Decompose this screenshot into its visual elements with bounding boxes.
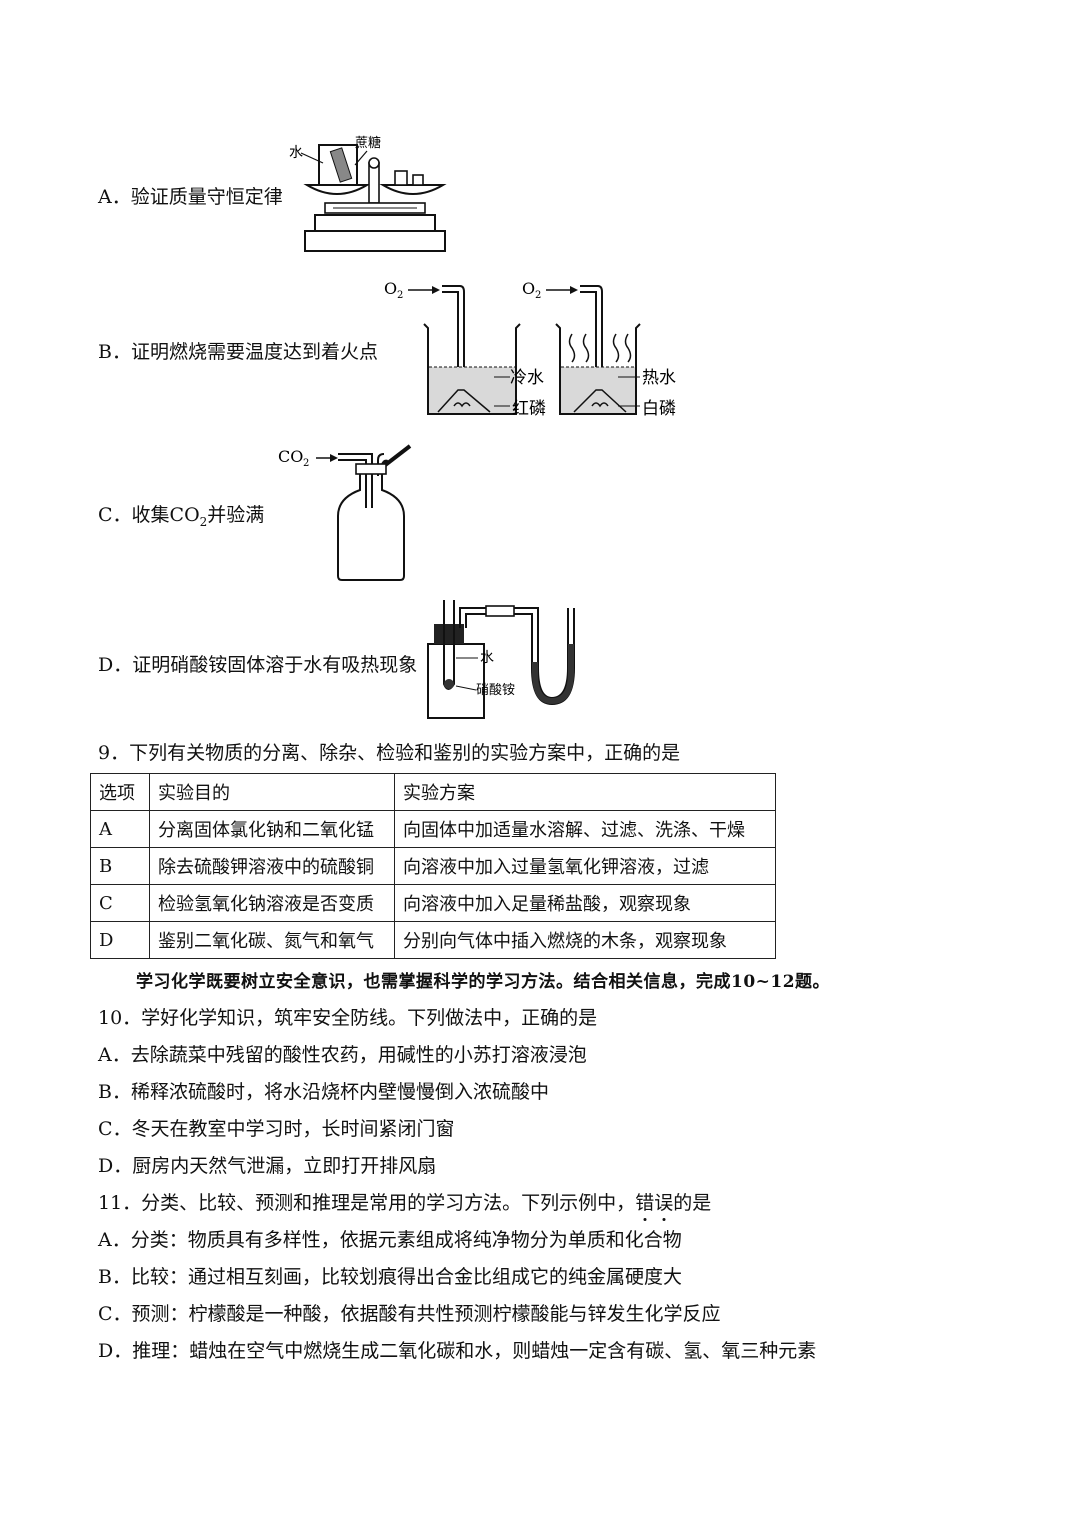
header-option: 选项 (90, 773, 150, 811)
hot-water-label: 热水 (642, 368, 676, 388)
o2-label-right: O (522, 279, 535, 298)
q10-option-d: D．厨房内天然气泄漏，立即打开排风扇 (98, 1155, 437, 1177)
q9-stem: 9．下列有关物质的分离、除杂、检验和鉴别的实验方案中，正确的是 (98, 742, 681, 764)
q10-option-c: C．冬天在教室中学习时，长时间紧闭门窗 (98, 1118, 455, 1140)
balance-figure: 水 蔗糖 (289, 135, 447, 252)
section-note: 学习化学既要树立安全意识，也需掌握科学的学习方法。结合相关信息，完成10~12题… (136, 972, 831, 992)
svg-text:2: 2 (397, 290, 403, 301)
co2-label: CO (278, 447, 303, 466)
option-b-label: B．证明燃烧需要温度达到着火点 (98, 341, 378, 363)
table-header-row: 选项 实验目的 实验方案 (90, 773, 776, 811)
q11-option-a: A．分类：物质具有多样性，依据元素组成将纯净物分为单质和化合物 (98, 1229, 682, 1251)
table-row: A 分离固体氯化钠和二氧化锰 向固体中加适量水溶解、过滤、洗涤、干燥 (90, 810, 776, 848)
emphasis-char: 错 (635, 1188, 654, 1215)
q11-option-d: D．推理：蜡烛在空气中燃烧生成二氧化碳和水，则蜡烛一定含有碳、氢、氧三种元素 (98, 1340, 817, 1362)
q10-stem: 10．学好化学知识，筑牢安全防线。下列做法中，正确的是 (98, 1007, 598, 1029)
header-plan: 实验方案 (394, 773, 776, 811)
option-d-label: D．证明硝酸铵固体溶于水有吸热现象 (98, 654, 418, 676)
q10-option-b: B．稀释浓硫酸时，将水沿烧杯内壁慢慢倒入浓硫酸中 (98, 1081, 549, 1103)
header-purpose: 实验目的 (149, 773, 395, 811)
q10-option-a: A．去除蔬菜中残留的酸性农药，用碱性的小苏打溶液浸泡 (98, 1044, 587, 1066)
white-phosphorus-label: 白磷 (642, 399, 676, 419)
water-label-d: 水 (480, 650, 494, 666)
q11-option-b: B．比较：通过相互刻画，比较划痕得出合金比组成它的纯金属硬度大 (98, 1266, 682, 1288)
q11-option-c: C．预测：柠檬酸是一种酸，依据酸有共性预测柠檬酸能与锌发生化学反应 (98, 1303, 721, 1325)
red-phosphorus-label: 红磷 (512, 399, 546, 419)
sugar-label: 蔗糖 (355, 135, 381, 151)
option-a-label: A．验证质量守恒定律 (98, 186, 283, 208)
water-label: 水 (289, 145, 303, 161)
ammonium-nitrate-figure: 水 硝酸铵 (427, 600, 575, 719)
gas-bottle-figure: CO 2 (278, 444, 412, 581)
o2-label-left: O (384, 279, 397, 298)
option-c-label: C．收集CO2并验满 (98, 504, 265, 529)
ammonium-nitrate-label: 硝酸铵 (476, 683, 515, 698)
phosphorus-beakers-figure: O 2 冷水 红磷 O 2 热水 白磷 (384, 279, 676, 419)
table-row: B 除去硫酸钾溶液中的硫酸铜 向溶液中加入过量氢氧化钾溶液，过滤 (90, 847, 776, 885)
emphasis-char: 误 (654, 1188, 673, 1215)
svg-text:2: 2 (303, 458, 309, 469)
table-row: C 检验氢氧化钠溶液是否变质 向溶液中加入足量稀盐酸，观察现象 (90, 884, 776, 922)
q9-table: 选项 实验目的 实验方案 A 分离固体氯化钠和二氧化锰 向固体中加适量水溶解、过… (90, 773, 776, 959)
cold-water-label: 冷水 (510, 368, 544, 388)
svg-text:2: 2 (535, 290, 541, 301)
q11-stem: 11．分类、比较、预测和推理是常用的学习方法。下列示例中，错误的是 (98, 1188, 711, 1215)
table-row: D 鉴别二氧化碳、氮气和氧气 分别向气体中插入燃烧的木条，观察现象 (90, 921, 776, 959)
